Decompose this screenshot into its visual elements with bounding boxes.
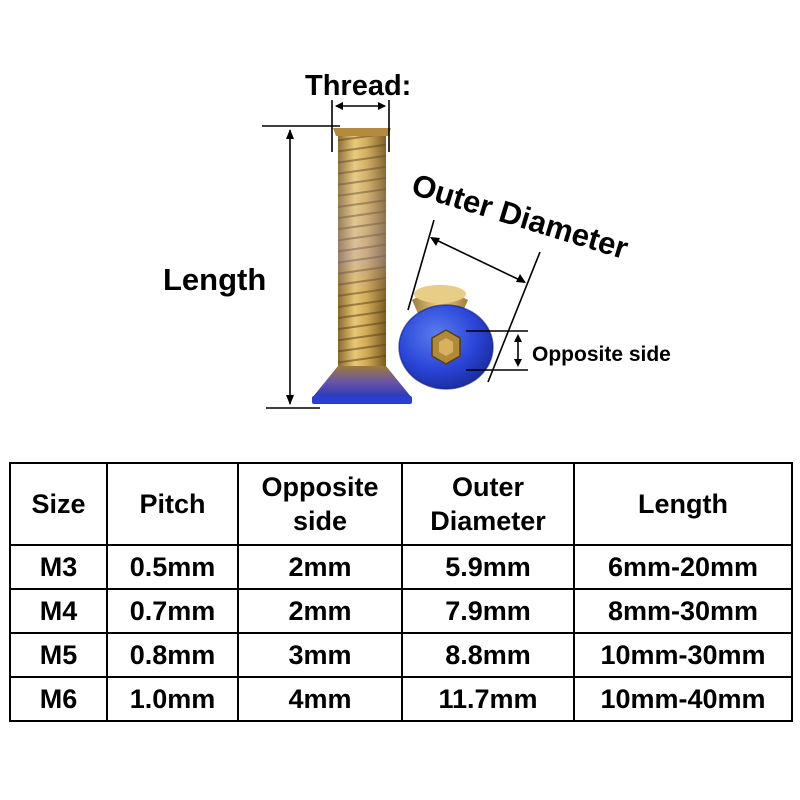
table-row: M6 1.0mm 4mm 11.7mm 10mm-40mm [9, 676, 793, 722]
cell-pitch: 0.8mm [106, 632, 239, 678]
length-label: Length [163, 262, 267, 297]
cell-outer-diameter: 7.9mm [401, 588, 575, 634]
cell-opposite-side: 4mm [237, 676, 403, 722]
cell-size: M3 [9, 544, 108, 590]
header-outer-diameter-line2: Diameter [430, 506, 546, 536]
spec-table: Size Pitch Opposite side Outer Diameter … [9, 462, 793, 722]
cell-size: M6 [9, 676, 108, 722]
header-opposite-side: Opposite side [237, 462, 403, 546]
header-outer-diameter: Outer Diameter [401, 462, 575, 546]
header-outer-diameter-line1: Outer [451, 472, 524, 502]
length-dimension [262, 125, 340, 409]
cell-pitch: 0.7mm [106, 588, 239, 634]
cell-length: 10mm-30mm [573, 632, 793, 678]
header-size: Size [9, 462, 108, 546]
cell-length: 6mm-20mm [573, 544, 793, 590]
standing-screw [312, 128, 412, 404]
screw-illustration [262, 100, 541, 409]
cell-length: 8mm-30mm [573, 588, 793, 634]
cell-pitch: 0.5mm [106, 544, 239, 590]
table-row: M4 0.7mm 2mm 7.9mm 8mm-30mm [9, 588, 793, 634]
cell-outer-diameter: 11.7mm [401, 676, 575, 722]
header-opposite-side-line2: side [292, 506, 348, 536]
cell-outer-diameter: 8.8mm [401, 632, 575, 678]
table-header-row: Size Pitch Opposite side Outer Diameter … [9, 462, 793, 546]
cell-outer-diameter: 5.9mm [401, 544, 575, 590]
cell-size: M4 [9, 588, 108, 634]
header-pitch: Pitch [106, 462, 239, 546]
opposite-side-label: Opposite side [532, 343, 671, 366]
table-row: M5 0.8mm 3mm 8.8mm 10mm-30mm [9, 632, 793, 678]
header-length: Length [573, 462, 793, 546]
header-opposite-side-line1: Opposite [261, 472, 379, 502]
screw-diagram: Thread: Length Outer Diameter Opposite s… [163, 70, 671, 409]
outer-diameter-dimension [407, 219, 541, 383]
head-view-screw [398, 285, 494, 390]
thread-label: Thread: [305, 70, 412, 102]
cell-opposite-side: 2mm [237, 544, 403, 590]
cell-opposite-side: 2mm [237, 588, 403, 634]
opposite-side-dimension [466, 330, 528, 371]
cell-size: M5 [9, 632, 108, 678]
cell-opposite-side: 3mm [237, 632, 403, 678]
cell-length: 10mm-40mm [573, 676, 793, 722]
cell-pitch: 1.0mm [106, 676, 239, 722]
table-row: M3 0.5mm 2mm 5.9mm 6mm-20mm [9, 544, 793, 590]
